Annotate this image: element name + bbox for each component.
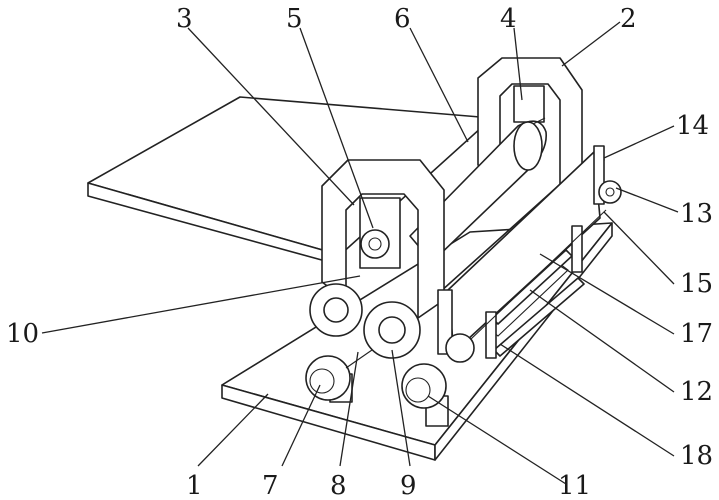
slider-post-left <box>485 311 497 359</box>
main-roller-end <box>513 121 543 171</box>
label-8: 8 <box>330 471 347 500</box>
label-7: 7 <box>262 471 279 500</box>
label-11: 11 <box>558 471 591 500</box>
label-1: 1 <box>186 471 203 500</box>
label-5: 5 <box>286 4 303 34</box>
slider-post-right <box>571 225 583 273</box>
rack-right <box>593 145 605 205</box>
gear-13 <box>598 180 622 204</box>
label-3: 3 <box>176 4 193 34</box>
rack-left <box>437 289 453 355</box>
label-2: 2 <box>620 4 637 34</box>
upper-shaft-bearing <box>360 229 390 259</box>
label-12: 12 <box>680 377 713 407</box>
gear-9-hub <box>378 316 406 344</box>
small-gear <box>445 333 475 363</box>
label-18: 18 <box>680 441 713 471</box>
roller-7-face <box>309 368 335 394</box>
label-10: 10 <box>6 319 39 349</box>
shaft-8 <box>345 349 373 369</box>
label-17: 17 <box>680 319 713 349</box>
roller-11 <box>401 363 447 409</box>
label-13: 13 <box>680 199 713 229</box>
rear-bearing-slot <box>513 85 545 123</box>
label-15: 15 <box>680 269 713 299</box>
leader-lines <box>41 21 679 485</box>
roller-11-face <box>405 377 431 403</box>
label-4: 4 <box>500 4 517 34</box>
gear-10-hub <box>323 297 349 323</box>
base-plate-side <box>434 222 613 461</box>
roller-7 <box>305 355 351 401</box>
gear-13-hub <box>605 187 615 197</box>
main-roller-shaft <box>532 117 546 125</box>
label-6: 6 <box>394 4 411 34</box>
upper-shaft-bearing-core <box>368 237 382 251</box>
label-9: 9 <box>400 471 417 500</box>
lead-screw <box>469 209 607 341</box>
label-14: 14 <box>676 111 709 141</box>
slider-lower <box>493 277 585 357</box>
